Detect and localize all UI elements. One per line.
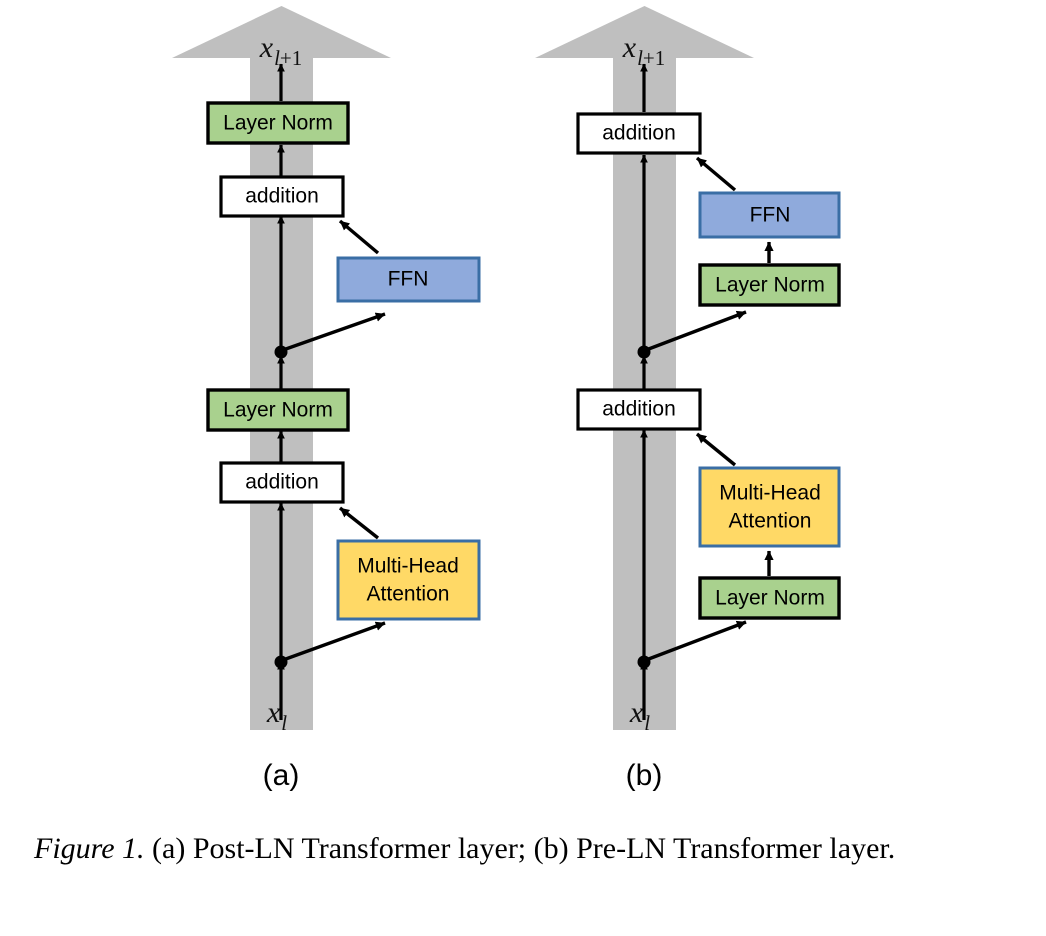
block-b-addition-bottom[interactable]: addition	[576, 388, 702, 431]
input-label-b: xl	[629, 696, 650, 735]
block-a-ffn[interactable]: FFN	[336, 256, 481, 303]
branch-arrow-b-to-layer-norm-ffn	[645, 310, 747, 352]
block-a-addition-top[interactable]: addition	[219, 175, 345, 218]
block-b-ffn[interactable]: FFN	[698, 191, 841, 239]
block-a-layer-norm-bottom[interactable]: Layer Norm	[206, 388, 350, 432]
figure-number: Figure 1.	[34, 832, 145, 865]
block-b-addition-top-label: addition	[602, 122, 676, 145]
block-b-addition-bottom-label: addition	[602, 398, 676, 421]
figure-caption: Figure 1. (a) Post-LN Transformer layer;…	[34, 828, 1019, 871]
branch-arrow-a-to-ffn	[282, 312, 386, 352]
branch-arrow-b-ffn-to-addition	[695, 156, 737, 192]
block-b-layer-norm-attention-label: Layer Norm	[715, 587, 825, 610]
panel-post-ln: xl+1 xl	[172, 6, 481, 792]
figure-caption-text: (a) Post-LN Transformer layer; (b) Pre-L…	[144, 832, 896, 865]
panel-sublabel-b: (b)	[626, 759, 663, 792]
block-a-attention-label-line1: Multi-Head	[357, 555, 459, 578]
panel-sublabel-a: (a)	[263, 759, 300, 792]
panel-pre-ln: xl+1 xl ad	[535, 6, 841, 792]
branch-arrow-b-attention-to-addition	[695, 432, 737, 467]
block-a-layer-norm-top[interactable]: Layer Norm	[206, 101, 350, 145]
block-b-layer-norm-ffn-label: Layer Norm	[715, 274, 825, 297]
branch-arrow-b-to-layer-norm-attention	[645, 620, 747, 662]
block-a-ffn-label: FFN	[388, 268, 429, 291]
block-b-layer-norm-attention[interactable]: Layer Norm	[698, 576, 841, 620]
branch-arrow-a-to-attention	[282, 621, 386, 662]
block-b-attention-label-line1: Multi-Head	[719, 482, 821, 505]
block-a-layer-norm-top-label: Layer Norm	[223, 112, 333, 135]
block-a-addition-bottom[interactable]: addition	[219, 461, 345, 504]
transformer-architecture-diagram: xl+1 xl	[172, 6, 841, 792]
block-a-addition-bottom-label: addition	[245, 471, 319, 494]
block-b-multi-head-attention[interactable]: Multi-Head Attention	[698, 466, 841, 548]
block-b-addition-top[interactable]: addition	[576, 112, 702, 155]
output-label-a: xl+1	[259, 31, 303, 70]
block-b-attention-label-line2: Attention	[729, 510, 812, 533]
block-a-addition-top-label: addition	[245, 185, 319, 208]
branch-arrow-a-ffn-to-addition	[338, 219, 380, 255]
block-a-multi-head-attention[interactable]: Multi-Head Attention	[336, 539, 481, 621]
block-a-layer-norm-bottom-label: Layer Norm	[223, 399, 333, 422]
block-a-attention-label-line2: Attention	[367, 583, 450, 606]
branch-arrow-a-attention-to-addition	[338, 506, 380, 540]
block-b-ffn-label: FFN	[750, 204, 791, 227]
block-b-layer-norm-ffn[interactable]: Layer Norm	[698, 263, 841, 307]
output-label-b: xl+1	[622, 31, 666, 70]
input-label-a: xl	[266, 696, 287, 735]
